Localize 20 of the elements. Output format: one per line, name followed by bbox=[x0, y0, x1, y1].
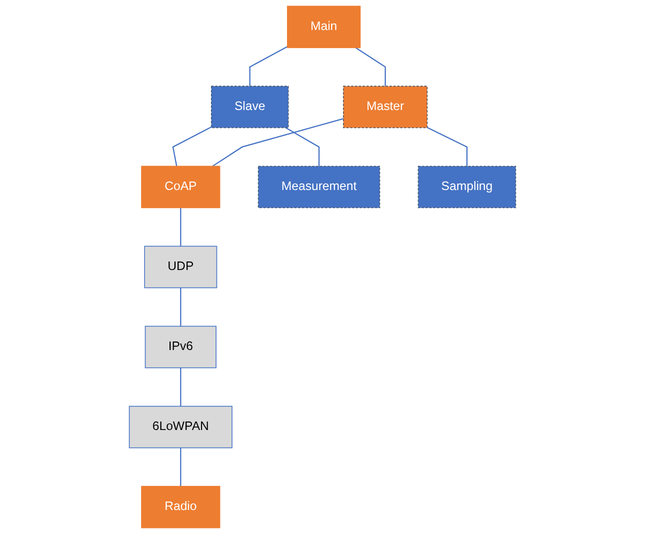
connector bbox=[180, 368, 182, 406]
connector bbox=[426, 126, 468, 166]
connector bbox=[180, 448, 182, 486]
node-box: IPv6 bbox=[144, 326, 216, 368]
connector bbox=[172, 126, 212, 166]
node-box: UDP bbox=[144, 246, 218, 288]
connector bbox=[249, 46, 288, 86]
node-box: CoAP bbox=[141, 166, 220, 208]
node-box: 6LoWPAN bbox=[128, 406, 232, 448]
node-box: Measurement bbox=[258, 166, 380, 208]
node-box: Master bbox=[343, 86, 428, 128]
connector bbox=[212, 118, 344, 167]
connector bbox=[355, 47, 386, 86]
node-box: Slave bbox=[210, 86, 289, 128]
connector bbox=[180, 288, 182, 326]
connector bbox=[180, 208, 182, 246]
node-box: Radio bbox=[141, 486, 220, 528]
connector bbox=[285, 127, 320, 166]
node-box: Sampling bbox=[418, 166, 516, 208]
node-box: Main bbox=[287, 6, 361, 48]
